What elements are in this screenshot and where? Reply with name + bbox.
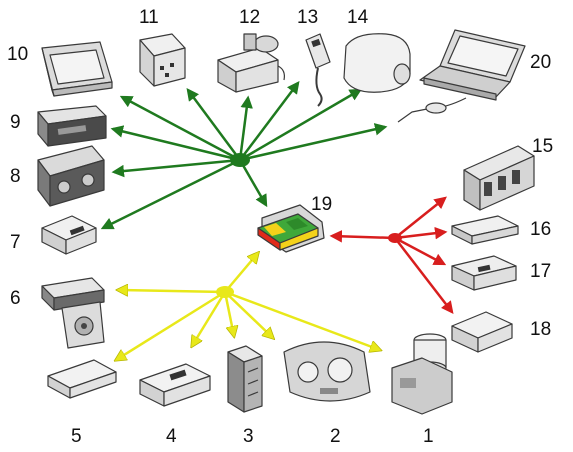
label-6: 6 <box>10 288 21 309</box>
engine-ecu-icon <box>463 145 535 211</box>
red-bus-node <box>388 233 402 243</box>
arrow-to-16 <box>394 226 448 240</box>
arrow-to-18 <box>394 237 454 314</box>
label-10: 10 <box>7 44 29 65</box>
label-14: 14 <box>347 7 369 28</box>
green-bus-node <box>230 153 250 167</box>
label-11: 11 <box>139 7 159 28</box>
arrow-to-10 <box>119 95 241 162</box>
laptop-diagnostic-icon <box>397 29 526 123</box>
control-module-icon <box>451 311 513 353</box>
label-8: 8 <box>10 166 21 187</box>
control-module-icon <box>451 215 519 245</box>
label-13: 13 <box>297 7 319 28</box>
arrow-to-15 <box>394 196 447 239</box>
arrow-to-12 <box>238 95 253 161</box>
arrow-to-9 <box>110 125 241 162</box>
central-gateway-icon <box>257 204 325 253</box>
arrow-to-7 <box>100 158 241 230</box>
arrow-to-20 <box>239 123 388 162</box>
label-12: 12 <box>239 7 261 28</box>
label-15: 15 <box>532 136 554 157</box>
arrow-to-13 <box>239 81 300 161</box>
arrow-to-19 <box>238 159 268 208</box>
label-9: 9 <box>10 112 21 133</box>
green-bus-arrows <box>100 81 388 230</box>
arrow-to-1 <box>224 290 380 350</box>
tachograph-icon <box>41 277 105 349</box>
hand-remote-icon <box>305 33 331 107</box>
arrow-to-6 <box>118 290 226 292</box>
arrow-to-4 <box>192 291 227 346</box>
arrow-to-11 <box>186 87 242 161</box>
control-module-icon <box>139 363 211 407</box>
label-16: 16 <box>530 219 552 240</box>
control-module-icon <box>47 359 117 399</box>
label-7: 7 <box>10 232 21 253</box>
label-18: 18 <box>530 319 552 340</box>
instrument-cluster-icon <box>283 341 371 402</box>
control-module-icon <box>41 215 97 255</box>
arrow-to-5 <box>116 290 226 360</box>
yellow-bus-arrows <box>116 253 380 360</box>
arrow-to-14 <box>239 88 363 162</box>
arrow-to-19-red <box>329 230 396 243</box>
arrow-to-19-yellow <box>224 253 258 293</box>
label-17: 17 <box>530 261 552 282</box>
arrow-to-3 <box>223 291 234 336</box>
label-4: 4 <box>166 426 177 447</box>
display-monitor-icon <box>41 41 113 97</box>
climate-control-panel-icon <box>37 145 105 207</box>
fluid-tank-icon <box>343 33 411 93</box>
yellow-bus-node <box>216 286 234 298</box>
arrow-to-8 <box>111 158 241 178</box>
label-3: 3 <box>243 426 254 447</box>
air-dryer-unit-icon <box>391 333 453 415</box>
compressor-unit-icon <box>217 33 285 93</box>
control-module-icon <box>451 255 517 291</box>
radio-unit-icon <box>37 105 107 147</box>
label-19: 19 <box>311 194 333 215</box>
relay-box-icon <box>139 33 186 87</box>
red-bus-arrows <box>329 196 454 314</box>
arrow-to-2 <box>224 291 273 338</box>
label-2: 2 <box>330 426 341 447</box>
label-20: 20 <box>530 52 552 73</box>
arrow-to-17 <box>394 236 447 266</box>
label-1: 1 <box>423 426 434 447</box>
label-5: 5 <box>71 426 82 447</box>
control-board-icon <box>227 345 263 413</box>
